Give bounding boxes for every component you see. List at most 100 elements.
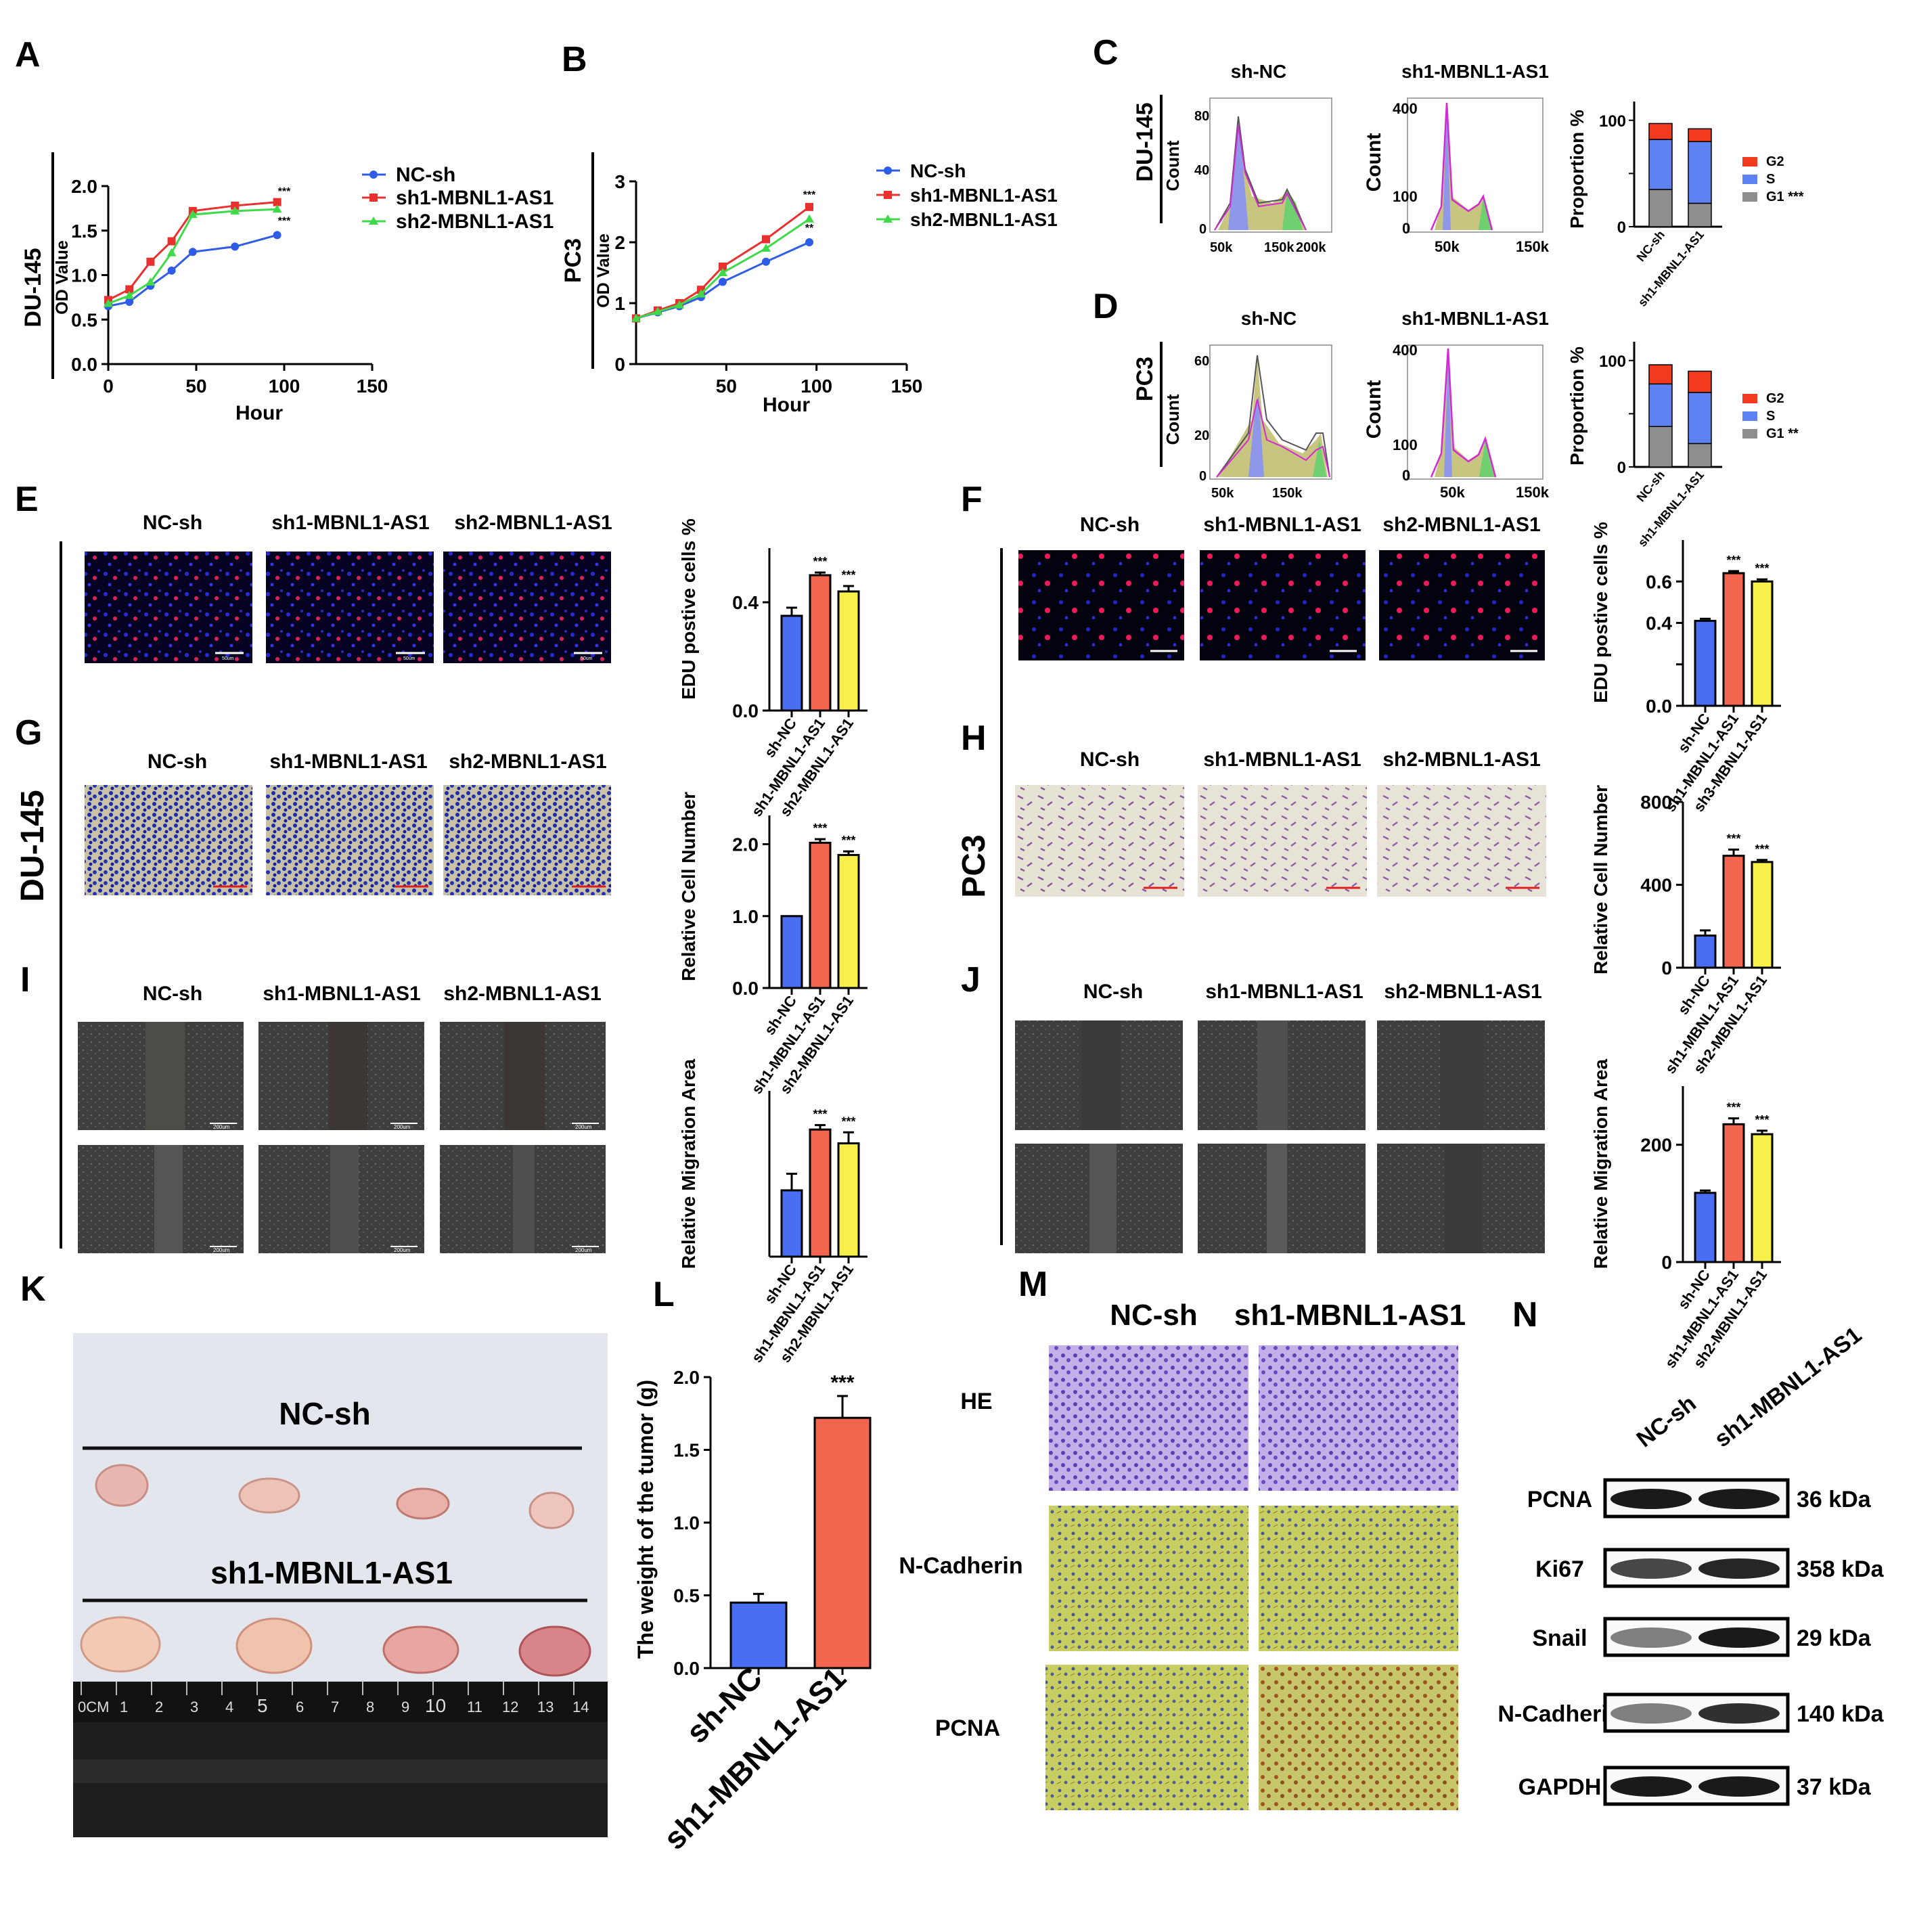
y-tick-label: 0 (1617, 219, 1626, 237)
stacked-segment (1688, 141, 1712, 204)
bar (780, 915, 803, 989)
panel-c-cell-line: DU-145 (1132, 102, 1158, 181)
panel-c-count-label-nc: Count (1163, 140, 1183, 191)
panel-label-a: A (15, 35, 41, 74)
j-header-sh2: sh2-MBNL1-AS1 (1384, 981, 1541, 1003)
tick: 150k (1272, 486, 1303, 501)
panel-c-title-nc: sh-NC (1231, 61, 1286, 82)
i-bar-ylabel: Relative Migration Area (678, 1058, 699, 1269)
molecular-weight-label: 36 kDa (1797, 1487, 1872, 1512)
m-image-he-nc (1049, 1345, 1248, 1491)
stacked-segment (1688, 128, 1712, 142)
m-image-he-sh1 (1259, 1345, 1458, 1491)
i-wound-images (78, 1022, 606, 1253)
molecular-weight-label: 358 kDa (1797, 1556, 1885, 1582)
stacked-segment (1688, 202, 1712, 227)
molecular-weight-label: 37 kDa (1797, 1774, 1872, 1800)
m-row-he: HE (960, 1389, 992, 1414)
stacked-segment (1648, 426, 1673, 468)
panel-a-legend: NC-sh sh1-MBNL1-AS1 sh2-MBNL1-AS1 (362, 164, 554, 233)
blot-band (1698, 1776, 1780, 1797)
y-tick-label: 0.0 (732, 700, 759, 721)
panel-label-h: H (961, 719, 987, 758)
h-image-sh2 (1377, 785, 1546, 897)
e-bar-ylabel: EDU postive cells % (678, 518, 699, 700)
svg-text:3: 3 (190, 1699, 198, 1715)
data-point (125, 285, 134, 294)
panel-m: NC-sh sh1-MBNL1-AS1 HE N-Cadherin PCNA (899, 1299, 1466, 1810)
panel-d-cell-line: PC3 (1132, 357, 1158, 401)
y-tick-label: 1 (614, 293, 625, 314)
data-point (188, 248, 197, 256)
x-tick-label: 150 (357, 376, 388, 397)
du145-side-label: DU-145 (15, 790, 51, 901)
legend-b-sh1: sh1-MBNL1-AS1 (910, 185, 1058, 206)
i-header-sh1: sh1-MBNL1-AS1 (263, 983, 420, 1005)
bar (813, 1416, 872, 1669)
series-line-0 (108, 233, 277, 307)
x-tick-label: 150 (891, 376, 923, 397)
panel-label-m: M (1018, 1265, 1047, 1304)
legend-b-nc: NC-sh (910, 160, 966, 181)
g-image-sh1 (266, 785, 434, 895)
data-point (805, 202, 813, 211)
data-point (719, 263, 727, 271)
y-tick-label: 1.0 (71, 265, 97, 286)
molecular-weight-label: 140 kDa (1797, 1701, 1885, 1727)
data-point (104, 298, 113, 307)
data-point (145, 277, 156, 286)
pc3-side-label: PC3 (956, 834, 992, 897)
y-tick-label: 400 (1640, 875, 1672, 896)
x-tick-label: 50 (716, 376, 737, 397)
j-bar-chart: 0200sh-NC***sh1-MBNL1-AS1***sh2-MBNL1-AS… (1640, 1086, 1781, 1371)
panel-label-k: K (20, 1270, 46, 1309)
data-point (167, 266, 176, 275)
blot-band (1610, 1627, 1692, 1648)
significance-mark: *** (278, 216, 291, 227)
bar (1751, 1133, 1774, 1263)
m-header-sh1: sh1-MBNL1-AS1 (1234, 1299, 1466, 1332)
tick: 400 (1393, 100, 1418, 117)
m-row-pcna: PCNA (935, 1715, 1000, 1741)
data-point (230, 206, 240, 215)
scale-bar-label: 50um (581, 656, 593, 661)
j-bar-ylabel: Relative Migration Area (1590, 1058, 1611, 1269)
stacked-segment (1688, 443, 1712, 468)
x-tick-label: 50 (185, 376, 206, 397)
data-point (231, 201, 240, 210)
legend-c-s: S (1766, 172, 1775, 187)
y-tick-label: 0.6 (1646, 571, 1672, 592)
data-point (762, 235, 770, 244)
g-image-nc (85, 785, 252, 895)
significance-mark: ** (805, 223, 814, 234)
blot-band (1610, 1703, 1692, 1724)
h-bar-ylabel: Relative Cell Number (1590, 785, 1611, 974)
bar (837, 590, 860, 712)
panel-d-ylabel: Proportion % (1567, 346, 1587, 466)
svg-text:12: 12 (502, 1699, 518, 1715)
panel-label-n: N (1512, 1295, 1538, 1334)
panel-d-histogram-nc: Count (1163, 344, 1332, 480)
n-lane-nc: NC-sh (1632, 1391, 1701, 1453)
data-point (166, 248, 177, 256)
j-wound-images (1015, 1020, 1545, 1253)
scale-bar-label: 200um (394, 1247, 411, 1253)
bar (1722, 855, 1745, 969)
panel-label-e: E (15, 480, 39, 519)
panel-a-cell-line: DU-145 (20, 248, 46, 327)
svg-text:13: 13 (537, 1699, 554, 1715)
svg-text:7: 7 (331, 1699, 339, 1715)
y-tick-label: 0 (1661, 1252, 1672, 1273)
protein-label: GAPDH (1518, 1774, 1602, 1800)
data-point (761, 244, 771, 252)
blot-band (1610, 1558, 1692, 1579)
y-tick-label: 0.5 (71, 309, 97, 330)
g-bar-ylabel: Relative Cell Number (678, 792, 699, 981)
tick: 0 (1402, 220, 1410, 237)
m-header-nc: NC-sh (1110, 1299, 1198, 1332)
panel-b-legend: NC-sh sh1-MBNL1-AS1 sh2-MBNL1-AS1 (876, 160, 1058, 230)
i-header-nc: NC-sh (143, 983, 202, 1005)
svg-text:10: 10 (425, 1695, 446, 1716)
e-image-nc (85, 552, 252, 663)
